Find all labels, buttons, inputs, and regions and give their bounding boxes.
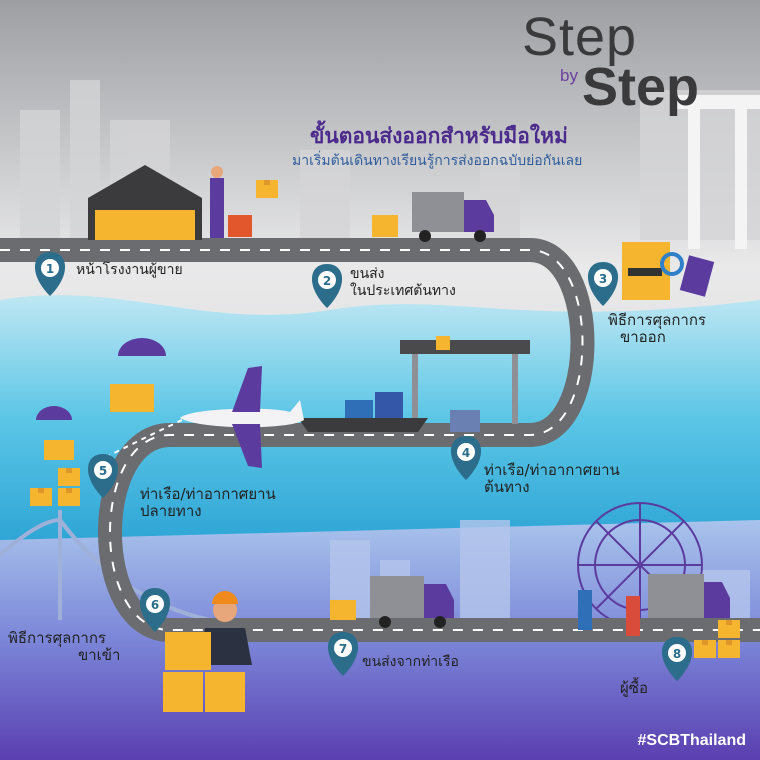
step-4-line2: ต้นทาง <box>484 478 530 496</box>
port-crane-ship <box>298 336 530 432</box>
step-number-2: 2 <box>323 274 331 288</box>
giant-swing-landmark <box>670 95 760 249</box>
step-2-line2: ในประเทศต้นทาง <box>350 283 456 299</box>
pin-2 <box>311 264 343 308</box>
customs-box-illustration <box>622 242 715 300</box>
title-by: by <box>560 66 578 85</box>
hashtag: #SCBThailand <box>637 732 746 749</box>
step-7-label: ขนส่งจากท่าเรือ <box>362 654 459 671</box>
step-number-4: 4 <box>462 446 470 460</box>
pin-4 <box>450 436 482 480</box>
step-2-line1: ขนส่ง <box>350 266 385 282</box>
step-7-line1: ขนส่งจากท่าเรือ <box>362 654 459 670</box>
step-pins <box>34 252 693 681</box>
step-number-8: 8 <box>673 647 681 661</box>
step-6-label: พิธีการศุลกากรขาเข้า <box>8 630 120 664</box>
pin-5 <box>87 454 119 498</box>
step-3-line2: ขาออก <box>620 328 666 346</box>
step-number-5: 5 <box>99 464 107 478</box>
pin-1 <box>34 252 66 296</box>
truck-forklift-bottom <box>330 574 740 658</box>
step-4-label: ท่าเรือ/ท่าอากาศยานต้นทาง <box>484 462 620 496</box>
pin-7 <box>327 632 359 676</box>
title-step-1: Step <box>522 7 638 67</box>
step-1-label: หน้าโรงงานผู้ขาย <box>76 262 183 279</box>
step-6-line1: พิธีการศุลกากร <box>8 629 106 647</box>
warehouse-illustration <box>88 165 278 240</box>
step-5-line2: ปลายทาง <box>140 502 202 520</box>
pin-6 <box>139 588 171 632</box>
step-number-7: 7 <box>339 642 347 656</box>
step-6-line2: ขาเข้า <box>78 646 121 664</box>
step-5-label: ท่าเรือ/ท่าอากาศยานปลายทาง <box>140 486 276 520</box>
pin-3 <box>587 262 619 306</box>
parachute-boxes <box>30 338 166 506</box>
step-1-line1: หน้าโรงงานผู้ขาย <box>76 262 183 278</box>
step-3-line1: พิธีการศุลกากร <box>608 311 706 329</box>
headline: ขั้นตอนส่งออกสำหรับมือใหม่ <box>310 124 568 148</box>
road <box>0 238 760 642</box>
step-4-line1: ท่าเรือ/ท่าอากาศยาน <box>484 461 620 479</box>
step-3-label: พิธีการศุลกากรขาออก <box>608 312 706 346</box>
step-2-label: ขนส่งในประเทศต้นทาง <box>350 266 456 300</box>
truck-forklift-top <box>372 192 494 242</box>
step-number-1: 1 <box>46 262 54 276</box>
step-8-line1: ผู้ซื้อ <box>620 679 648 697</box>
subheadline: มาเริ่มต้นเดินทางเรียนรู้การส่งออกฉบับย่… <box>292 153 583 169</box>
step-8-label: ผู้ซื้อ <box>620 680 648 697</box>
customs-officer <box>163 591 252 712</box>
pin-8 <box>661 637 693 681</box>
step-number-6: 6 <box>151 598 159 612</box>
step-5-line1: ท่าเรือ/ท่าอากาศยาน <box>140 485 276 503</box>
step-number-3: 3 <box>599 272 607 286</box>
title-step-2: Step <box>582 57 700 117</box>
